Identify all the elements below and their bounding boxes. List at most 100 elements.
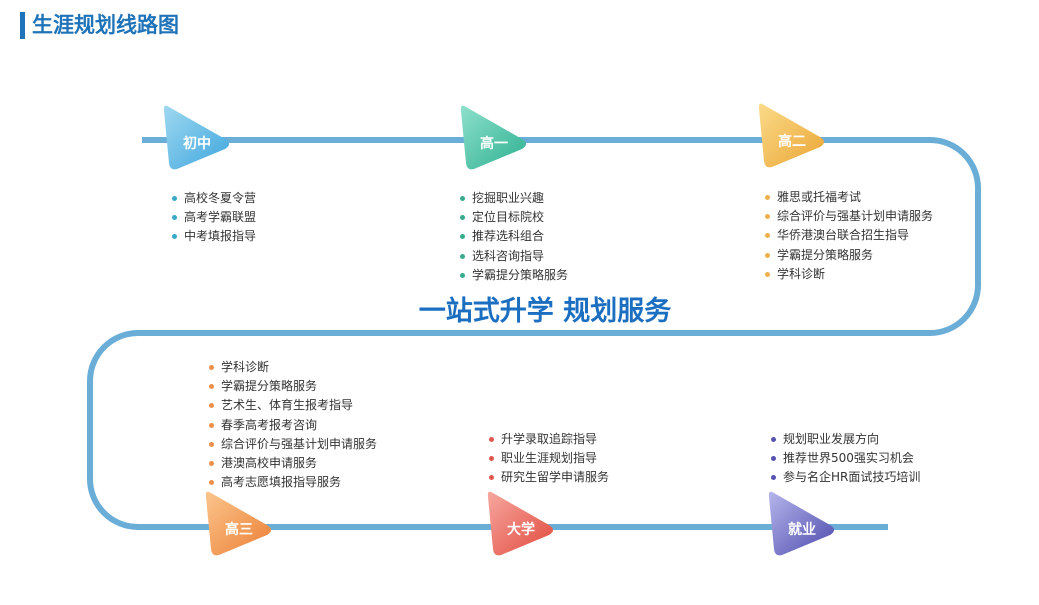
list-item-text: 高校冬夏令营 [184,191,257,205]
list-item: 推荐世界500强实习机会 [771,449,920,468]
list-item: 参与名企HR面试技巧培训 [771,468,920,487]
list-item: 综合评价与强基计划申请服务 [209,435,377,454]
list-item: 春季高考报考咨询 [209,416,377,435]
bullet-dot [209,403,214,409]
list-item: 学科诊断 [765,265,933,284]
list-item: 推荐选科组合 [460,227,568,246]
list-item: 挖掘职业兴趣 [460,189,568,208]
list-item-text: 规划职业发展方向 [783,432,880,446]
list-item: 学霸提分策略服务 [209,377,377,396]
list-item-text: 挖掘职业兴趣 [472,191,545,205]
bullet-dot [765,195,770,200]
bullet-dot [489,475,494,481]
bullet-dot [765,271,770,277]
stage-arrow-daxue [487,491,553,556]
list-item-text: 综合评价与强基计划申请服务 [777,209,934,224]
list-item: 规划职业发展方向 [771,430,920,449]
list-item-text: 推荐世界500强实习机会 [783,451,914,466]
list-item: 雅思或托福考试 [765,188,933,207]
route-path [87,137,981,530]
bullet-dot [209,422,214,428]
list-item: 华侨港澳台联合招生指导 [765,226,933,245]
list-item-text: 定位目标院校 [472,210,545,225]
title-accent-bar [20,12,25,39]
stage-list-daxue: 升学录取追踪指导 职业生涯规划指导 研究生留学申请服务 [489,430,609,488]
list-item-text: 中考填报指导 [184,229,257,244]
list-item: 学霸提分策略服务 [460,266,568,285]
bullet-dot [209,441,214,447]
list-item-text: 综合评价与强基计划申请服务 [221,436,378,451]
list-item: 综合评价与强基计划申请服务 [765,207,933,226]
list-item-text: 参与名企HR面试技巧培训 [783,470,921,485]
bullet-dot [489,437,494,442]
list-item: 升学录取追踪指导 [489,430,609,449]
bullet-dot [172,215,177,221]
stage-arrow-gaosan [205,491,271,556]
list-item-text: 学霸提分策略服务 [777,247,874,262]
bullet-dot [209,480,214,486]
list-item-text: 港澳高校申请服务 [221,456,318,471]
stage-label-daxue: 大学 [507,522,535,538]
stage-label-gaoyi: 高一 [480,136,508,152]
list-item: 高考学霸联盟 [172,208,256,227]
list-item: 高考志愿填报指导服务 [209,473,377,492]
center-slogan: 一站式升学 规划服务 [418,296,672,327]
bullet-dot [489,456,494,462]
bullet-dot [460,215,465,221]
bullet-dot [172,196,177,201]
stage-arrow-jiuye [768,491,834,556]
list-item: 定位目标院校 [460,208,568,227]
list-item-text: 职业生涯规划指导 [501,451,598,466]
list-item: 高校冬夏令营 [172,189,256,208]
bullet-dot [771,456,776,462]
bullet-dot [771,475,776,481]
list-item: 中考填报指导 [172,227,256,246]
bullet-dot [460,253,465,259]
bullet-dot [765,233,770,239]
list-item-text: 艺术生、体育生报考指导 [221,398,354,413]
list-item-text: 推荐选科组合 [472,229,545,244]
list-item-text: 升学录取追踪指导 [501,432,598,446]
list-item: 选科咨询指导 [460,247,568,266]
stage-list-gaoyi: 挖掘职业兴趣 定位目标院校 推荐选科组合 选科咨询指导 学霸提分策略服务 [460,189,568,285]
page-title: 生涯规划线路图 [32,13,179,37]
stage-list-gaoer: 雅思或托福考试 综合评价与强基计划申请服务 华侨港澳台联合招生指导 学霸提分策略… [765,188,933,284]
stage-arrow-gaoyi [460,105,526,170]
list-item: 艺术生、体育生报考指导 [209,396,377,415]
bullet-dot [209,365,214,370]
bullet-dot [771,437,776,442]
bullet-dot [460,196,465,201]
stage-list-jiuye: 规划职业发展方向 推荐世界500强实习机会 参与名企HR面试技巧培训 [771,430,920,488]
list-item: 学霸提分策略服务 [765,246,933,265]
list-item: 研究生留学申请服务 [489,468,609,487]
stage-arrow-chuzhong [163,105,229,170]
list-item-text: 高考志愿填报指导服务 [221,475,342,490]
stage-list-chuzhong: 高校冬夏令营 高考学霸联盟 中考填报指导 [172,189,256,247]
list-item-text: 春季高考报考咨询 [221,417,318,432]
list-item-text: 学科诊断 [777,266,826,281]
list-item-text: 高考学霸联盟 [184,210,257,225]
list-item: 港澳高校申请服务 [209,454,377,473]
stage-label-gaosan: 高三 [225,522,253,538]
bullet-dot [765,252,770,258]
stage-arrow-gaoer [758,103,824,168]
list-item-text: 雅思或托福考试 [777,190,862,204]
list-item-text: 选科咨询指导 [472,248,545,263]
list-item-text: 学霸提分策略服务 [472,267,569,282]
stage-list-gaosan: 学科诊断 学霸提分策略服务 艺术生、体育生报考指导 春季高考报考咨询 综合评价与… [209,358,377,492]
bullet-dot [172,234,177,240]
list-item-text: 华侨港澳台联合招生指导 [777,228,910,243]
stage-label-chuzhong: 初中 [183,136,211,152]
bullet-dot [460,234,465,240]
list-item: 职业生涯规划指导 [489,449,609,468]
list-item-text: 研究生留学申请服务 [501,470,610,485]
list-item-text: 学科诊断 [221,360,270,374]
bullet-dot [765,214,770,220]
list-item: 学科诊断 [209,358,377,377]
bullet-dot [460,272,465,278]
bullet-dot [209,461,214,467]
stage-label-jiuye: 就业 [788,522,816,538]
stage-label-gaoer: 高二 [778,134,806,150]
list-item-text: 学霸提分策略服务 [221,379,318,394]
